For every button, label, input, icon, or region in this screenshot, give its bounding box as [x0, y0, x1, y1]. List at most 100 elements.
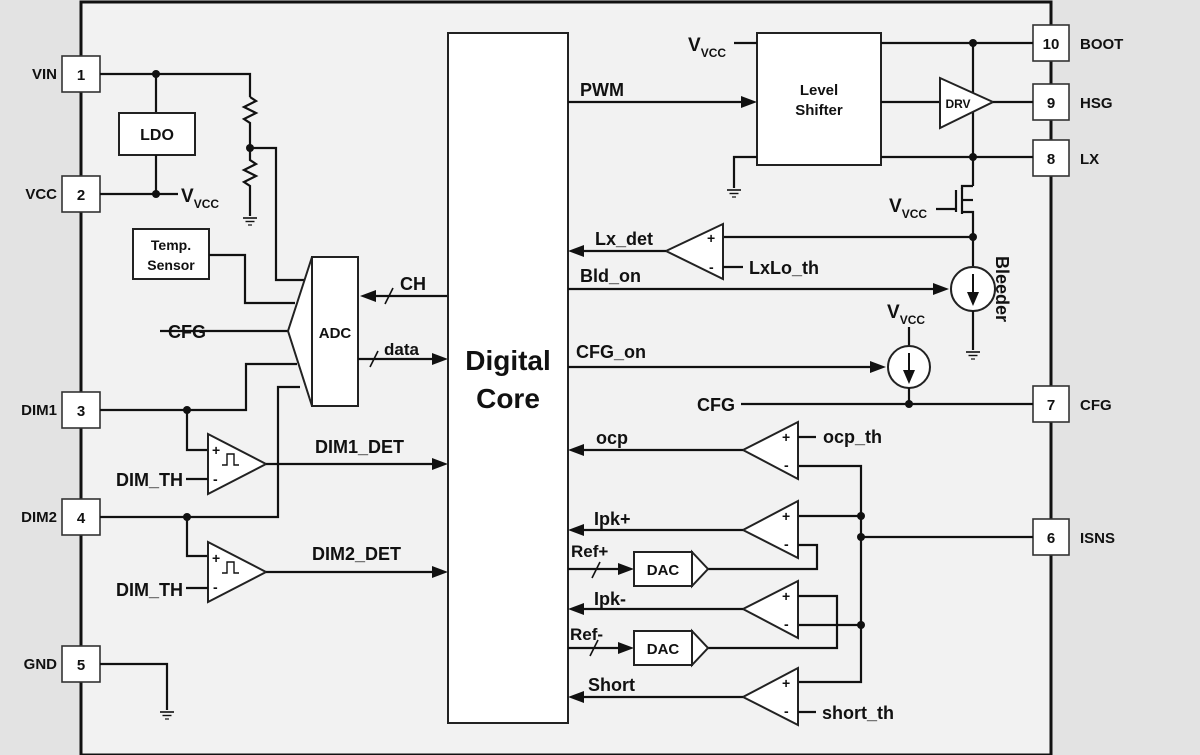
digital-core-block: Digital Core	[447, 32, 569, 724]
ch-bus: CH	[360, 274, 448, 305]
data-label: data	[384, 340, 420, 359]
drv-label: DRV	[945, 97, 970, 111]
lxlo-th-label: LxLo_th	[749, 258, 819, 278]
short-comparator: + -	[740, 666, 799, 727]
ocp-line: ocp	[568, 428, 743, 456]
pin-4-dim2: 4 DIM2	[21, 498, 101, 536]
ipk-plus-comparator: + -	[740, 499, 799, 560]
vcc-net: VVCC	[100, 155, 219, 211]
lx-net	[881, 153, 1033, 186]
isns-net	[798, 464, 1033, 684]
minus-sign: -	[784, 703, 789, 719]
pin-8-lx: 8 LX	[1032, 139, 1099, 177]
short-th-label: short_th	[822, 703, 894, 723]
dim-th-2-label: DIM_TH	[116, 580, 183, 600]
adc-cfg-label: CFG	[168, 322, 206, 342]
dac-minus-output-wire	[708, 594, 839, 650]
lx-det-label: Lx_det	[595, 229, 653, 249]
pin-number: 3	[77, 403, 85, 420]
minus-sign: -	[784, 536, 789, 552]
pin-2-vcc: 2 VCC	[25, 175, 101, 213]
ipk-minus-line: Ipk-	[568, 589, 743, 615]
pin-9-hsg: 9 HSG	[1032, 83, 1113, 121]
dac-plus-label: DAC	[647, 562, 680, 579]
pin-name: DIM2	[21, 509, 57, 526]
bleeder-mosfet	[936, 184, 975, 238]
hysteresis-icon	[222, 561, 239, 574]
vvcc-label: VVCC	[181, 186, 219, 211]
dim2-net	[100, 385, 300, 558]
minus-sign: -	[213, 579, 218, 595]
pwm-line: PWM	[568, 80, 757, 108]
pin-name: HSG	[1080, 95, 1113, 112]
pin-number: 4	[77, 510, 86, 527]
dim2-comparator: + -	[207, 540, 269, 604]
dac-plus-block: DAC	[633, 549, 710, 589]
dim2-det-label: DIM2_DET	[312, 544, 401, 564]
digital-core-label-2: Core	[476, 383, 540, 414]
pin-number: 6	[1047, 530, 1055, 547]
cfg-vvcc-label: VVCC	[887, 302, 925, 327]
ipk-minus-comparator: + -	[740, 579, 799, 640]
lx-det-line: Lx_det	[568, 229, 666, 257]
pin-3-dim1: 3 DIM1	[21, 391, 101, 429]
dim1-net	[100, 362, 297, 452]
pin-10-boot: 10 BOOT	[1032, 24, 1123, 62]
dac-plus-output-wire	[708, 543, 819, 571]
pin-name: GND	[24, 656, 58, 673]
pwm-label: PWM	[580, 80, 624, 100]
dim1-det-line: DIM1_DET	[266, 437, 448, 470]
pin-number: 7	[1047, 397, 1055, 414]
pin-name: DIM1	[21, 402, 57, 419]
plus-sign: +	[212, 442, 220, 458]
ldo-block: LDO	[118, 112, 196, 156]
pin-name: VIN	[32, 66, 57, 83]
ipk-plus-line: Ipk+	[568, 509, 743, 536]
ipk-minus-label: Ipk-	[594, 589, 626, 609]
data-bus: data	[358, 340, 448, 368]
pin-5-gnd: 5 GND	[24, 645, 101, 683]
short-line: Short	[568, 675, 743, 703]
digital-core-label-1: Digital	[465, 345, 551, 376]
level-shifter-block: Level Shifter	[756, 32, 882, 166]
resistor-divider	[241, 96, 306, 282]
pin-name: LX	[1080, 151, 1099, 168]
adc-label: ADC	[319, 325, 352, 342]
lx-det-comparator: + -	[663, 222, 724, 281]
dim1-det-label: DIM1_DET	[315, 437, 404, 457]
pin-1-vin: 1 VIN	[32, 55, 101, 93]
pin-number: 10	[1043, 36, 1060, 53]
adc-block: ADC	[286, 256, 359, 407]
minus-sign: -	[709, 259, 714, 275]
temp-sensor-label-2: Sensor	[147, 257, 195, 273]
pin-name: CFG	[1080, 397, 1112, 414]
temp-to-adc-wire	[209, 253, 295, 305]
ref-minus-bus: Ref-	[568, 625, 634, 657]
cfg-current-source	[887, 345, 931, 404]
temp-sensor-label-1: Temp.	[151, 237, 191, 253]
short-label: Short	[588, 675, 635, 695]
dac-minus-block: DAC	[633, 628, 710, 668]
ch-label: CH	[400, 274, 426, 294]
level-shifter-label-1: Level	[800, 82, 838, 99]
plus-sign: +	[782, 675, 790, 691]
minus-sign: -	[784, 457, 789, 473]
pin-number: 1	[77, 67, 85, 84]
pin-number: 9	[1047, 95, 1055, 112]
bleeder-current-source	[950, 266, 996, 360]
ls-vvcc-label: VVCC	[688, 35, 726, 60]
hysteresis-icon	[222, 453, 239, 466]
plus-sign: +	[212, 550, 220, 566]
minus-sign: -	[213, 471, 218, 487]
pin-number: 2	[77, 187, 85, 204]
ref-plus-label: Ref+	[571, 542, 608, 561]
drv-buffer: DRV	[939, 76, 996, 130]
bleeder-label: Bleeder	[992, 256, 1012, 322]
pin-number: 5	[77, 657, 85, 674]
plus-sign: +	[782, 588, 790, 604]
ls-gnd-wire	[732, 155, 757, 188]
bld-on-line: Bld_on	[568, 266, 949, 295]
ref-minus-label: Ref-	[570, 625, 603, 644]
plus-sign: +	[782, 508, 790, 524]
